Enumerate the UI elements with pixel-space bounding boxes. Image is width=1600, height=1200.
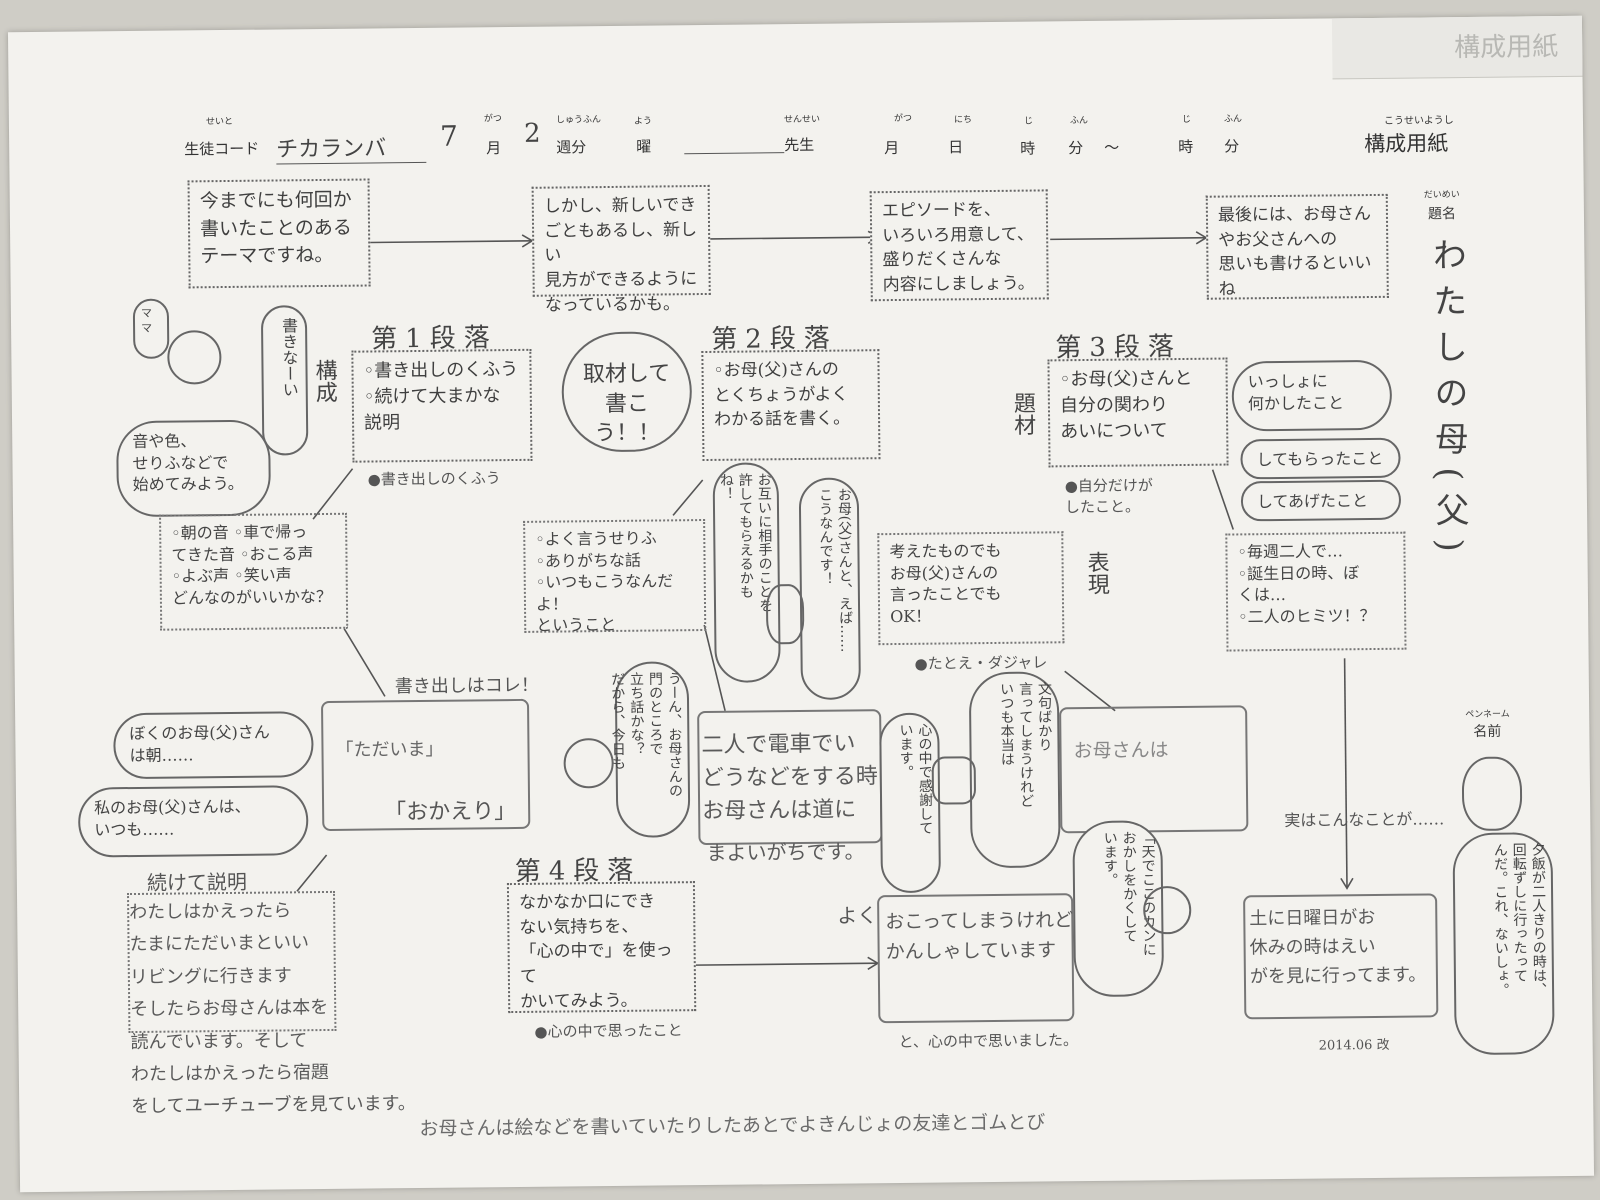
- para2-sub-box: ◦よく言うせりふ ◦ありがちな話 ◦いつもこうなんだよ！ ということ: [523, 518, 707, 635]
- rabbit-bubble-2: お母(父)さんと、えば…… こうなんです！: [798, 477, 862, 701]
- start-answer-line1: 「ただいま」: [335, 738, 444, 761]
- para2-box: ◦お母(父)さんの とくちょうがよく わかる話を書く。: [701, 349, 881, 462]
- bear-icon: [167, 330, 222, 385]
- frog-bubble-ending: 夕飯が二人きりの時は、 回転ずしに行ったって んだ。これ、ないしょ。: [1452, 832, 1555, 1056]
- start-label: 書き出しはコレ！: [394, 674, 539, 698]
- ending-answer: 土に日曜日がお 休みの時はえい がを見に行ってます。: [1249, 907, 1427, 987]
- frog-icon: [563, 737, 614, 789]
- pen-name-ruby: ペンネーム: [1465, 709, 1510, 721]
- flow-box-1: 今までにも何回か 書いたことのある テーマですね。: [187, 178, 371, 289]
- para1-note: ●書き出しのくふう: [367, 469, 501, 489]
- para4-closing: と、心の中で思いました。: [898, 1031, 1079, 1052]
- para3-cloud-1: いっしょに 何かしたこと: [1231, 359, 1393, 432]
- expression-label: 表現: [1083, 550, 1109, 596]
- pen-name-label: 名前: [1473, 723, 1502, 740]
- flow-box-2: しかし、新しいでき ごともあるし、新しい 見方ができるように なっているかも。: [531, 184, 711, 315]
- cat-icon: [931, 756, 977, 805]
- para3-answer-box: お母さんは: [1059, 705, 1249, 834]
- bubble-boku: ぼくのお母(父)さん は朝……: [113, 711, 314, 780]
- title-ruby: だいめい: [1423, 190, 1460, 201]
- weekly-box: ◦毎週二人で… ◦誕生日の時、ぼ くは… ◦二人のヒミツ！？: [1225, 531, 1407, 652]
- para1-box: ◦書き出しのくふう ◦続けて大まかな 説明: [351, 348, 533, 463]
- para4-note: ●心の中で思ったこと: [534, 1021, 683, 1041]
- start-answer-box: 「ただいま」 「おかえり」: [320, 698, 531, 832]
- para4-box: なかなか口にでき ない気持ちを、 「心の中で」を使って かいてみよう。: [506, 881, 697, 1014]
- sounds-box: ◦朝の音 ◦車で帰っ てきた音 ◦おこる声 ◦よぶ声 ◦笑い声 どんなのがいいか…: [159, 512, 349, 631]
- cat-bubble-2: 心の中で感謝して います。: [879, 712, 942, 894]
- para3-answer: お母さんは: [1073, 739, 1169, 763]
- para3-note-2: ●たとえ・ダジャレ: [914, 653, 1048, 673]
- start-answer-line2: 「おかえり」: [384, 798, 517, 826]
- worksheet: 構成用紙 せいと 生徒コード チカランバ 7 がつ 月 2 しゅうふん 週分 よ…: [7, 15, 1595, 1193]
- bear-bubble: ママ: [132, 298, 170, 359]
- para3-cloud-3: してあげたこと: [1240, 479, 1402, 522]
- para1-side-label: 構成: [311, 358, 337, 404]
- title-text: わたしの母(父): [1426, 237, 1470, 564]
- rabbit-bubble-1: お互いに相手のことを 許してもらえるかも ね！: [712, 462, 781, 683]
- ending-label: 実はこんなことが……: [1284, 809, 1445, 830]
- bear-cloud: 音や色、 せりふなどで 始めてみよう。: [116, 419, 272, 518]
- para3-note: ●自分だけが したこと。: [1064, 476, 1153, 517]
- rabbit-icon: [765, 583, 805, 645]
- speech-bubble-kakenai: 書きなーい: [260, 305, 309, 456]
- frog-corner-icon: [1461, 756, 1523, 832]
- para3-side-label: 題材: [1009, 391, 1036, 436]
- para2-cloud: 取材して 書こう！！: [561, 331, 693, 453]
- bubble-watashi: 私のお母(父)さんは、 いつも……: [77, 785, 309, 858]
- connector-lines: [296, 230, 1354, 971]
- title-label: 題名: [1427, 206, 1457, 223]
- frog-can-icon: [1142, 885, 1192, 935]
- think-box: 考えたものでも お母(父)さんの 言ったことでも OK！: [877, 531, 1065, 646]
- para3-cloud-2: してもらったこと: [1240, 437, 1401, 480]
- frog-bubble-2: うーん、お母さんの 門のところで 立ち話かな？ だから、今日も: [609, 661, 691, 838]
- para4-answer: おこってしまうけれど かんしゃしています: [885, 909, 1074, 964]
- para4-prefix: よく: [837, 903, 878, 928]
- version-label: 2014.06 改: [1318, 1037, 1390, 1054]
- para3-box: ◦お母(父)さんと 自分の関わり あいについて: [1047, 357, 1229, 468]
- para2-answer-tail: まよいがちです。: [706, 839, 865, 866]
- cat-bubble-1: 文句ばかり 言ってしまうけれど いつも本当は: [968, 671, 1061, 869]
- continue-answer: わたしはかえったら たまにただいまといい リビングに行きます そしたらお母さんは…: [129, 900, 416, 1118]
- para2-answer: 二人で電車でい どうなどをする時 お母さんは道に: [701, 731, 878, 825]
- flow-box-3: エピソードを、 いろいろ用意して、 盛りだくさんな 内容にしましょう。: [869, 189, 1049, 302]
- flow-box-4: 最後には、お母さん やお父さんへの 思いも書けるといいね: [1205, 193, 1389, 300]
